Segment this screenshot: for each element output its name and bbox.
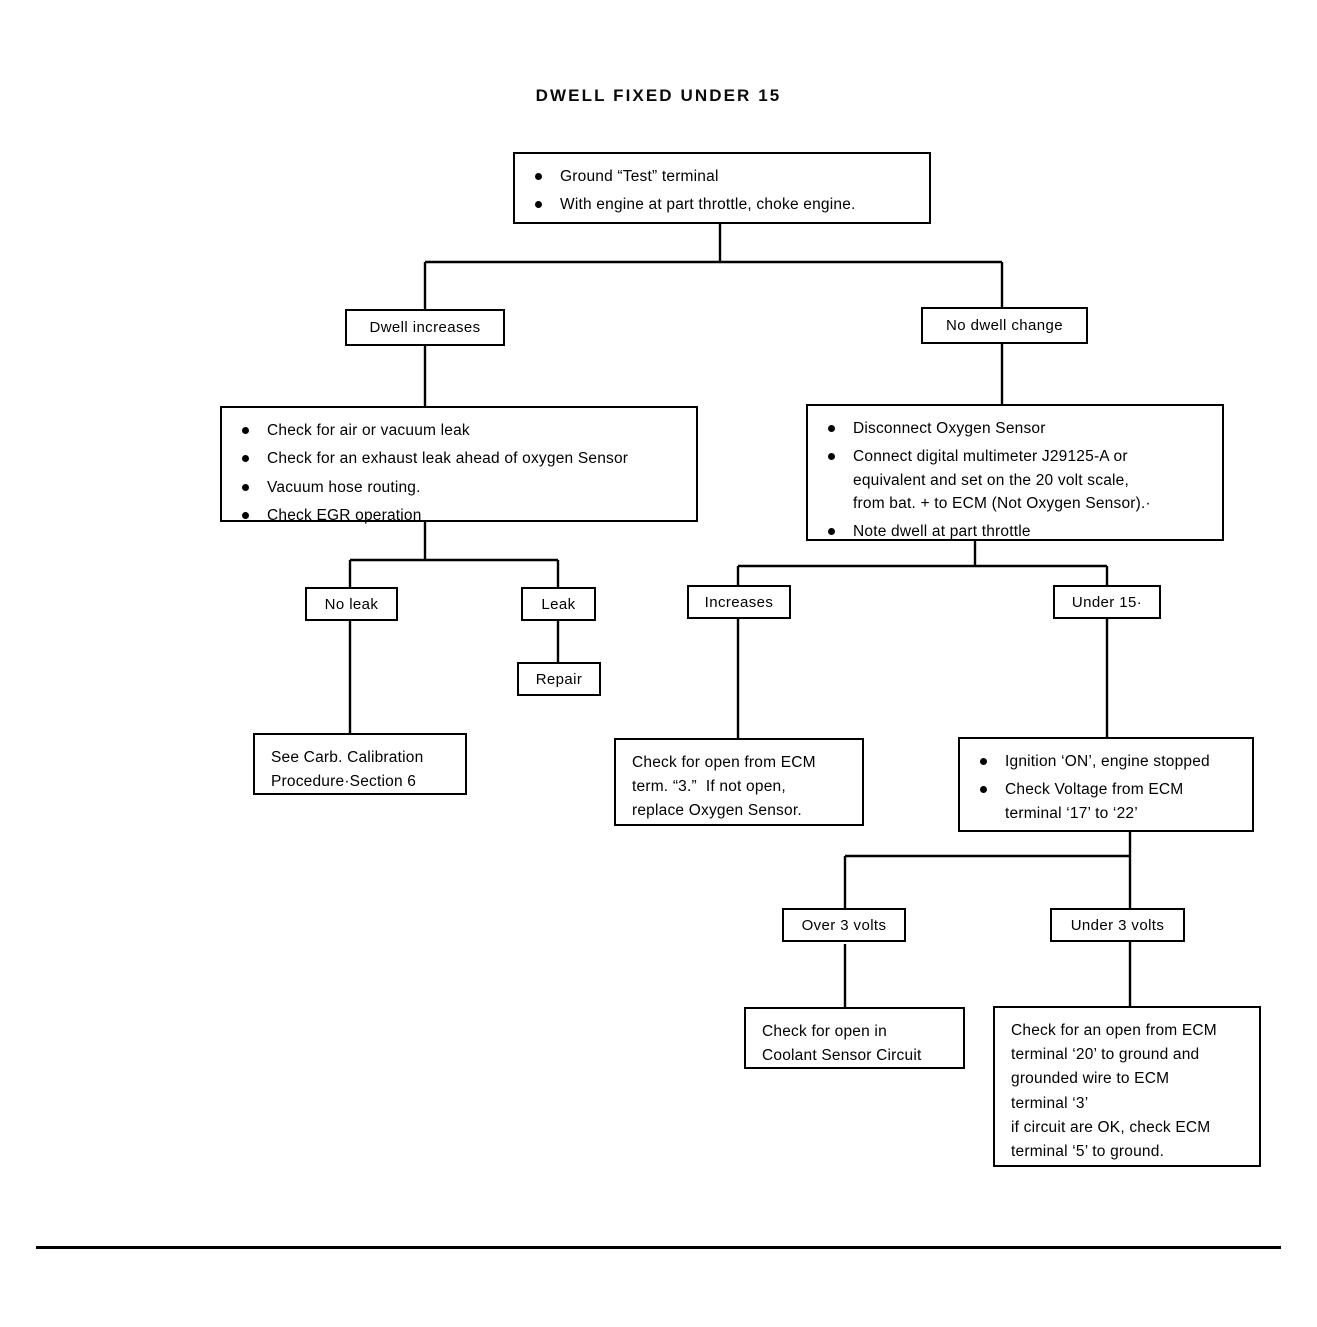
start-bullet-1: Ground “Test” terminal: [531, 165, 915, 188]
oxygen-check-bullet-3: Note dwell at part throttle: [824, 520, 1208, 543]
ecmg-line-1: Check for an open from ECM: [1011, 1022, 1217, 1039]
ignition-bullet-list: Ignition ‘ON’, engine stopped Check Volt…: [976, 750, 1238, 825]
footer-rule: [36, 1246, 1281, 1249]
node-check-open-ecm-term-3: Check for open from ECM term. “3.” If no…: [614, 738, 864, 826]
ecmg-line-2: terminal ‘20’ to ground and: [1011, 1046, 1200, 1064]
node-ecm-ground-check: Check for an open from ECM terminal ‘20’…: [993, 1006, 1261, 1167]
start-bullet-list: Ground “Test” terminal With engine at pa…: [531, 165, 915, 217]
node-ignition-on-voltage-check: Ignition ‘ON’, engine stopped Check Volt…: [958, 737, 1254, 832]
oxygen-checks-bullet-list: Disconnect Oxygen Sensor Connect digital…: [824, 417, 1208, 543]
coolant-line-1: Check for open in: [762, 1023, 887, 1040]
ignition-bullet-1: Ignition ‘ON’, engine stopped: [976, 750, 1238, 773]
node-under-3-volts: Under 3 volts: [1050, 908, 1185, 942]
node-leak-checks: Check for air or vacuum leak Check for a…: [220, 406, 698, 524]
page-title: DWELL FIXED UNDER 15: [535, 86, 782, 105]
node-under-15: Under 15·: [1053, 585, 1161, 619]
ecm3-line-2: term. “3.” If not open,: [632, 778, 786, 796]
node-repair: Repair: [517, 662, 601, 696]
leak-check-bullet-2: Check for an exhaust leak ahead of oxyge…: [238, 447, 682, 470]
carb-line-1: See Carb. Calibration: [271, 749, 424, 766]
leak-check-bullet-4: Check EGR operation: [238, 504, 682, 527]
ignition-bullet-2: Check Voltage from ECM terminal ‘17’ to …: [976, 778, 1238, 825]
ecmg-line-3: grounded wire to ECM: [1011, 1070, 1170, 1088]
node-carb-calibration: See Carb. Calibration Procedure·Section …: [253, 733, 467, 795]
node-oxygen-sensor-checks: Disconnect Oxygen Sensor Connect digital…: [806, 404, 1224, 541]
oxygen-check-bullet-2: Connect digital multimeter J29125-A or e…: [824, 445, 1208, 515]
ecmg-line-5: if circuit are OK, check ECM: [1011, 1118, 1211, 1136]
node-dwell-increases: Dwell increases: [345, 309, 505, 346]
node-coolant-sensor: Check for open in Coolant Sensor Circuit: [744, 1007, 965, 1069]
node-over-3-volts: Over 3 volts: [782, 908, 906, 942]
leak-checks-bullet-list: Check for air or vacuum leak Check for a…: [238, 419, 682, 527]
node-no-dwell-change: No dwell change: [921, 307, 1088, 344]
start-bullet-2: With engine at part throttle, choke engi…: [531, 193, 915, 216]
oxygen-check-bullet-1: Disconnect Oxygen Sensor: [824, 417, 1208, 440]
ecm3-line-1: Check for open from ECM: [632, 754, 816, 771]
node-leak: Leak: [521, 587, 596, 621]
leak-check-bullet-3: Vacuum hose routing.: [238, 476, 682, 499]
ecmg-line-4: terminal ‘3’: [1011, 1094, 1089, 1112]
node-start-instructions: Ground “Test” terminal With engine at pa…: [513, 152, 931, 224]
ecmg-line-6: terminal ‘5’ to ground.: [1011, 1142, 1165, 1160]
node-increases: Increases: [687, 585, 791, 619]
coolant-line-2: Coolant Sensor Circuit: [762, 1047, 922, 1065]
leak-check-bullet-1: Check for air or vacuum leak: [238, 419, 682, 442]
ecm3-line-3: replace Oxygen Sensor.: [632, 802, 802, 820]
carb-line-2: Procedure·Section 6: [271, 773, 417, 791]
node-no-leak: No leak: [305, 587, 398, 621]
